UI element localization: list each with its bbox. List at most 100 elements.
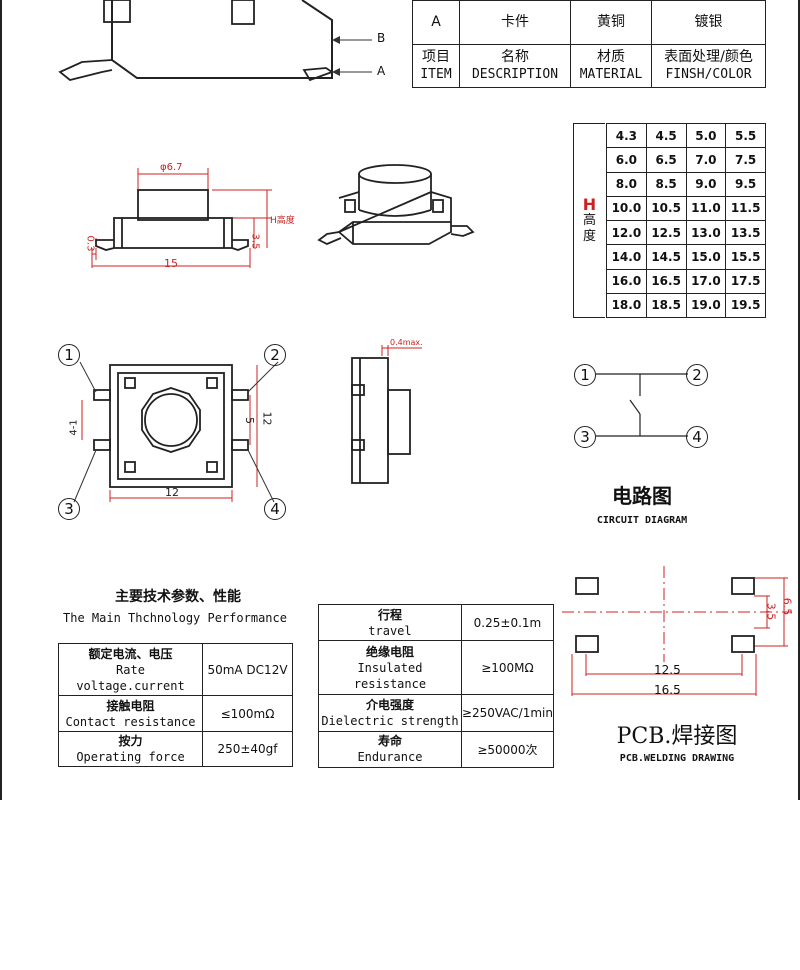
iso-3d-view — [317, 164, 475, 245]
mat-cell: 黄铜 — [570, 0, 652, 45]
height-cell: 6.0 — [606, 147, 647, 173]
height-cell: 15.5 — [725, 244, 766, 270]
pin-3-circle: 3 — [58, 498, 80, 520]
height-cell: 18.5 — [645, 292, 687, 319]
height-cell: 16.0 — [606, 268, 647, 294]
height-cell: 5.5 — [725, 122, 766, 149]
pcb-dim-16-5: 16.5 — [654, 683, 681, 697]
dim-bottom-width: 12 — [165, 486, 179, 499]
height-cell: 17.0 — [685, 268, 727, 294]
height-cell: 10.0 — [606, 195, 647, 222]
height-cell: 9.0 — [685, 171, 727, 197]
pin-2-circle: 2 — [264, 344, 286, 366]
height-cell: 6.5 — [645, 147, 687, 173]
dim-diameter: φ6.7 — [160, 162, 183, 173]
circuit-title-en: CIRCUIT DIAGRAM — [596, 515, 688, 526]
height-cell: 15.0 — [685, 244, 727, 270]
pin-4-circle: 4 — [264, 498, 286, 520]
height-cn-2: 度 — [582, 228, 596, 244]
dim-h-label: H高度 — [270, 216, 295, 226]
dim-body-height: 3.5 — [249, 233, 261, 250]
height-cell: 14.0 — [606, 244, 647, 270]
height-letter: H — [582, 194, 597, 214]
height-cell: 7.5 — [725, 147, 766, 173]
marker-a-label: A — [377, 64, 386, 78]
pcb-dim-6-5: 6.5 — [780, 597, 794, 616]
height-cell: 8.5 — [645, 171, 687, 197]
pcb-dim-3-5: 3.5 — [764, 602, 778, 621]
circuit-pin-1: 1 — [574, 364, 596, 386]
height-cell: 7.0 — [685, 147, 727, 173]
dim-pin-pitch: 5 — [243, 417, 256, 424]
height-cell: 14.5 — [645, 244, 687, 270]
mat-cell: 镀银 — [651, 0, 766, 45]
height-cell: 12.5 — [645, 219, 687, 246]
height-cn-1: 高 — [582, 212, 596, 228]
dim-profile-note: 0.4max. — [390, 338, 423, 347]
circuit-title-cn: 电路图 — [612, 484, 672, 508]
pcb-title-cn: PCB.焊接图 — [616, 724, 738, 749]
pcb-dim-12-5: 12.5 — [654, 663, 681, 677]
mat-cell: A — [412, 0, 460, 45]
height-cell: 12.0 — [606, 219, 647, 246]
height-cell: 8.0 — [606, 171, 647, 197]
pin-1-circle: 1 — [58, 344, 80, 366]
dim-lead-size: 4-1 — [68, 419, 80, 436]
mat-cell: 卡件 — [459, 0, 571, 45]
pcb-welding-drawing — [562, 566, 792, 696]
height-cell: 5.0 — [685, 122, 727, 149]
height-cell: 19.5 — [725, 292, 766, 319]
circuit-pin-2: 2 — [686, 364, 708, 386]
height-cell: 10.5 — [645, 195, 687, 222]
pcb-title-en: PCB.WELDING DRAWING — [619, 753, 735, 764]
marker-b-label: B — [377, 31, 386, 45]
height-cell: 16.5 — [645, 268, 687, 294]
side-view-drawing — [91, 168, 272, 268]
marker-arrows — [332, 36, 364, 76]
profile-view-drawing — [351, 345, 422, 484]
specs-title-cn: 主要技术参数、性能 — [115, 589, 241, 605]
dim-lead: 0.3 — [84, 235, 96, 252]
height-cell: 19.0 — [685, 292, 727, 319]
height-cell: 11.0 — [685, 195, 727, 222]
height-cell: 13.0 — [685, 219, 727, 246]
dim-width: 15 — [164, 257, 178, 270]
table-row: A 卡件 黄铜 镀银 — [412, 0, 766, 45]
height-cell: 11.5 — [725, 195, 766, 222]
height-label: H 高 度 — [573, 123, 605, 318]
height-cell: 18.0 — [606, 292, 647, 319]
bottom-view-drawing — [73, 361, 279, 503]
circuit-diagram — [596, 373, 688, 437]
height-cell: 17.5 — [725, 268, 766, 294]
height-cell: 4.5 — [645, 122, 687, 149]
circuit-pin-4: 4 — [686, 426, 708, 448]
height-cell: 13.5 — [725, 219, 766, 246]
height-cell: 4.3 — [606, 122, 647, 149]
height-cell: 9.5 — [725, 171, 766, 197]
